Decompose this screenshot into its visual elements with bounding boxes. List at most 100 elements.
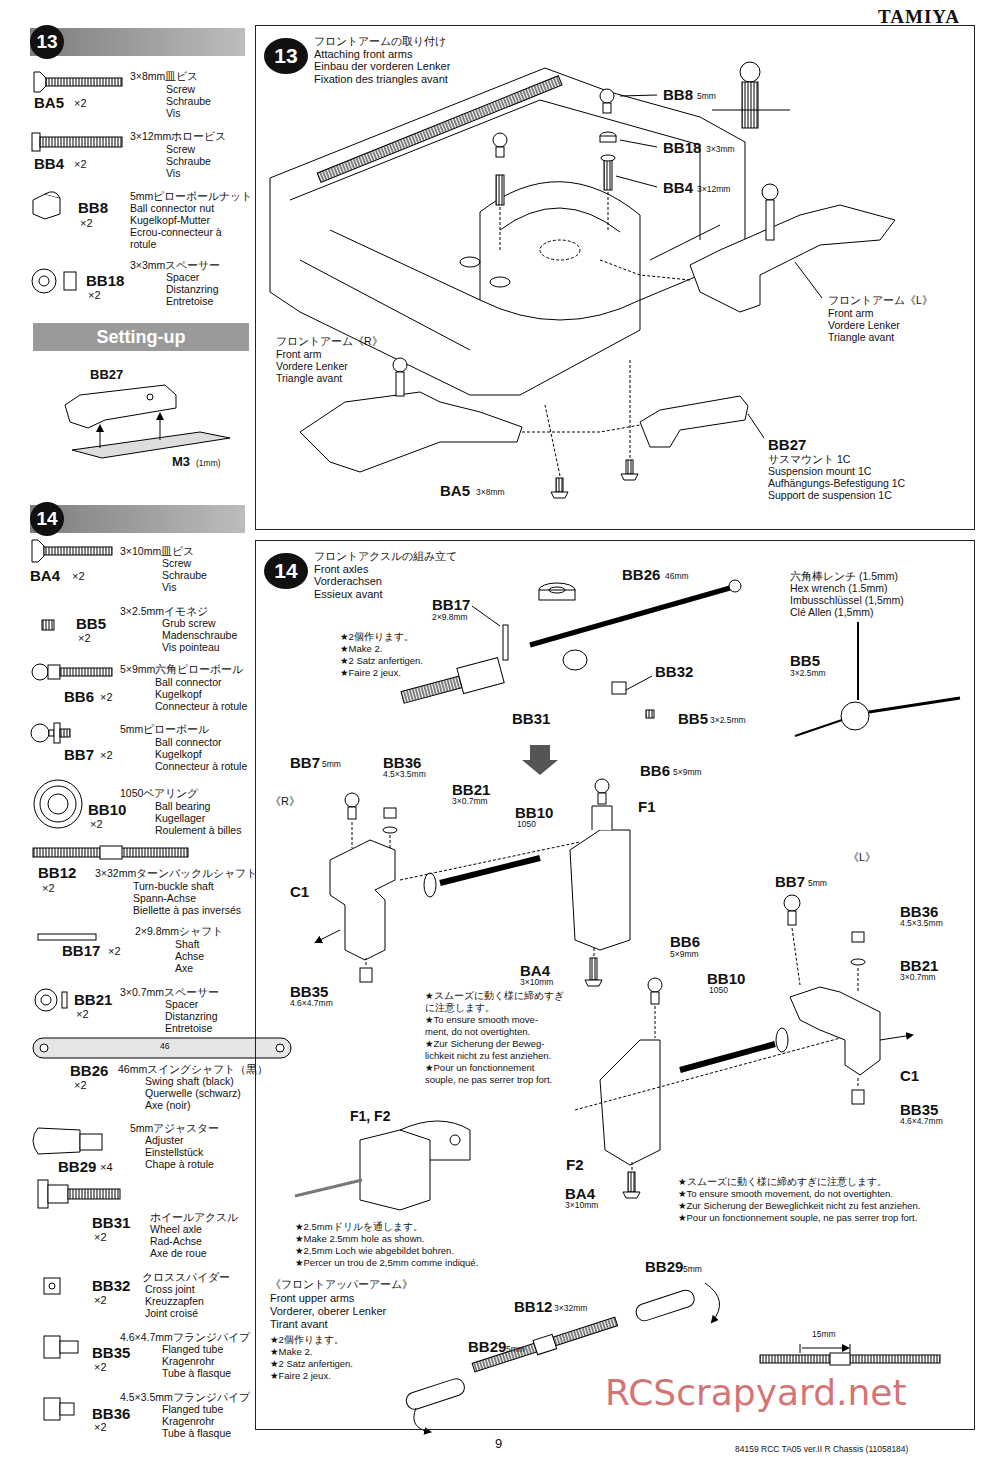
parts-icons (44, 1278, 60, 1294)
label-text: Adjuster (145, 1134, 184, 1146)
chassis-drawing (500, 207, 501, 250)
axle-drawing (851, 959, 865, 965)
title-text: Attaching front arms (314, 48, 450, 61)
axle-drawing (360, 1130, 430, 1210)
label-text: Kreuzzapfen (145, 1295, 204, 1307)
axle-drawing (634, 1288, 696, 1323)
chassis-drawing (460, 257, 480, 267)
label-text: ×2 (94, 1361, 107, 1374)
label-text: クロススパイダー (142, 1271, 230, 1283)
part-code: BB36 (383, 754, 421, 771)
part-code: C1 (290, 883, 309, 900)
panel-title: フロントアクスルの組み立てFront axlesVorderachsenEssi… (314, 550, 457, 600)
parts-icons (31, 72, 291, 1420)
parts-icons (80, 1134, 102, 1150)
label-text: Aufhängungs-Befestigung 1C (768, 477, 905, 489)
label-text: 六角棒レンチ (1.5mm) (790, 570, 898, 582)
label-text: Vis (162, 581, 176, 593)
part-code: BB29 (58, 1158, 96, 1175)
label-text: ×4 (100, 1161, 113, 1174)
parts-icons (33, 1038, 291, 1058)
label-text: Roulement à billes (155, 824, 241, 836)
axle-drawing (401, 676, 462, 703)
label-text: Spacer (165, 998, 198, 1010)
axle-drawing (575, 1030, 870, 1110)
label-text: Swing shaft (black) (145, 1075, 234, 1087)
axle-drawing (450, 1135, 460, 1145)
label-text: ★スムーズに動く様に締めすぎに注意します。 (678, 1177, 887, 1188)
axle-drawing (352, 822, 353, 848)
title-text: フロントアクスルの組み立て (314, 550, 457, 563)
label-text: 4.6×4.7mm (900, 1117, 943, 1127)
parts-icons (100, 846, 122, 859)
parts-icons (41, 995, 51, 1005)
axle-drawing (594, 948, 595, 956)
axle-drawing (400, 842, 580, 880)
part-code: BB32 (655, 663, 693, 680)
label-text: 5mm (808, 879, 827, 889)
part-code: BB29 (645, 1258, 683, 1275)
part-code: BB5 (678, 710, 708, 727)
label-text: 3×0.7mmスペーサー (120, 986, 219, 998)
parts-icons (33, 194, 60, 219)
label-text: Einstellstück (145, 1146, 203, 1158)
axle-drawing (795, 720, 842, 736)
label-text: ×2 (80, 217, 93, 230)
label-text: 3×2.5mm (710, 716, 746, 726)
axle-drawing (424, 873, 436, 897)
label-text: ★Zur Sicherung der Beweg- (425, 1039, 544, 1050)
axle-drawing (632, 1162, 633, 1170)
parts-icons (60, 1403, 74, 1415)
parts-icons (34, 72, 46, 92)
chassis-drawing (620, 140, 657, 147)
label-text: 《フロントアッパーアーム》 (270, 1278, 413, 1290)
label-text: Flanged tube (162, 1343, 223, 1355)
parts-icons (60, 729, 70, 737)
label-text: 3×10mm (565, 1201, 598, 1211)
part-code: BA4 (30, 567, 60, 584)
label-text: Schraube (166, 95, 211, 107)
setup-band: Setting-up (33, 323, 249, 351)
title-text: Front axles (314, 563, 457, 576)
chassis-drawing (493, 133, 507, 147)
label-text: ×2 (74, 1079, 87, 1092)
chassis-drawing (626, 460, 633, 474)
axle-drawing (360, 968, 372, 982)
parts-icons (60, 668, 112, 676)
chassis-drawing (522, 425, 640, 432)
label-text: 3×3mmスペーサー (130, 259, 220, 271)
axle-drawing (790, 987, 880, 1075)
label-text: Vis pointeau (162, 641, 220, 653)
step-number-circle: 13 (264, 38, 308, 74)
brand-name: TAMIYA (878, 6, 960, 28)
parts-icons (49, 730, 54, 736)
label-text: Screw (166, 143, 195, 155)
label-text: Connecteur à rotule (155, 760, 247, 772)
label-text: ★Make 2. (340, 644, 382, 655)
axle-drawing (841, 702, 869, 730)
chassis-drawing (496, 175, 504, 205)
axle-drawing (880, 1035, 912, 1040)
part-code: BB35 (900, 1101, 938, 1118)
axle-drawing (390, 835, 391, 848)
label-text: Ecrou-connecteur à (130, 226, 222, 238)
label-text: Shaft (175, 938, 200, 950)
label-text: Distanzring (166, 283, 219, 295)
label-text: 《R》 (270, 795, 300, 808)
step-band: 13 (30, 28, 245, 56)
axle-drawing (598, 793, 606, 804)
axle-drawing (858, 1078, 859, 1088)
label-text: ★2 Satz anfertigen. (270, 1359, 353, 1370)
step-panel: フロントアームの取り付けAttaching front armsEinbau d… (255, 25, 975, 530)
chassis-drawing (300, 225, 720, 350)
label-text: ★To ensure smooth move- (425, 1015, 538, 1026)
label-text: 5mm (506, 1345, 525, 1355)
parts-icons (160, 414, 161, 440)
label-text: Tirant avant (270, 1318, 328, 1331)
parts-icons (62, 992, 67, 1008)
axle-drawing (400, 1121, 470, 1160)
label-text: ×2 (108, 945, 121, 958)
part-code: BB5 (76, 615, 106, 632)
label-text: 84159 RCC TA05 ver.II R Chassis (1105818… (735, 1445, 908, 1455)
